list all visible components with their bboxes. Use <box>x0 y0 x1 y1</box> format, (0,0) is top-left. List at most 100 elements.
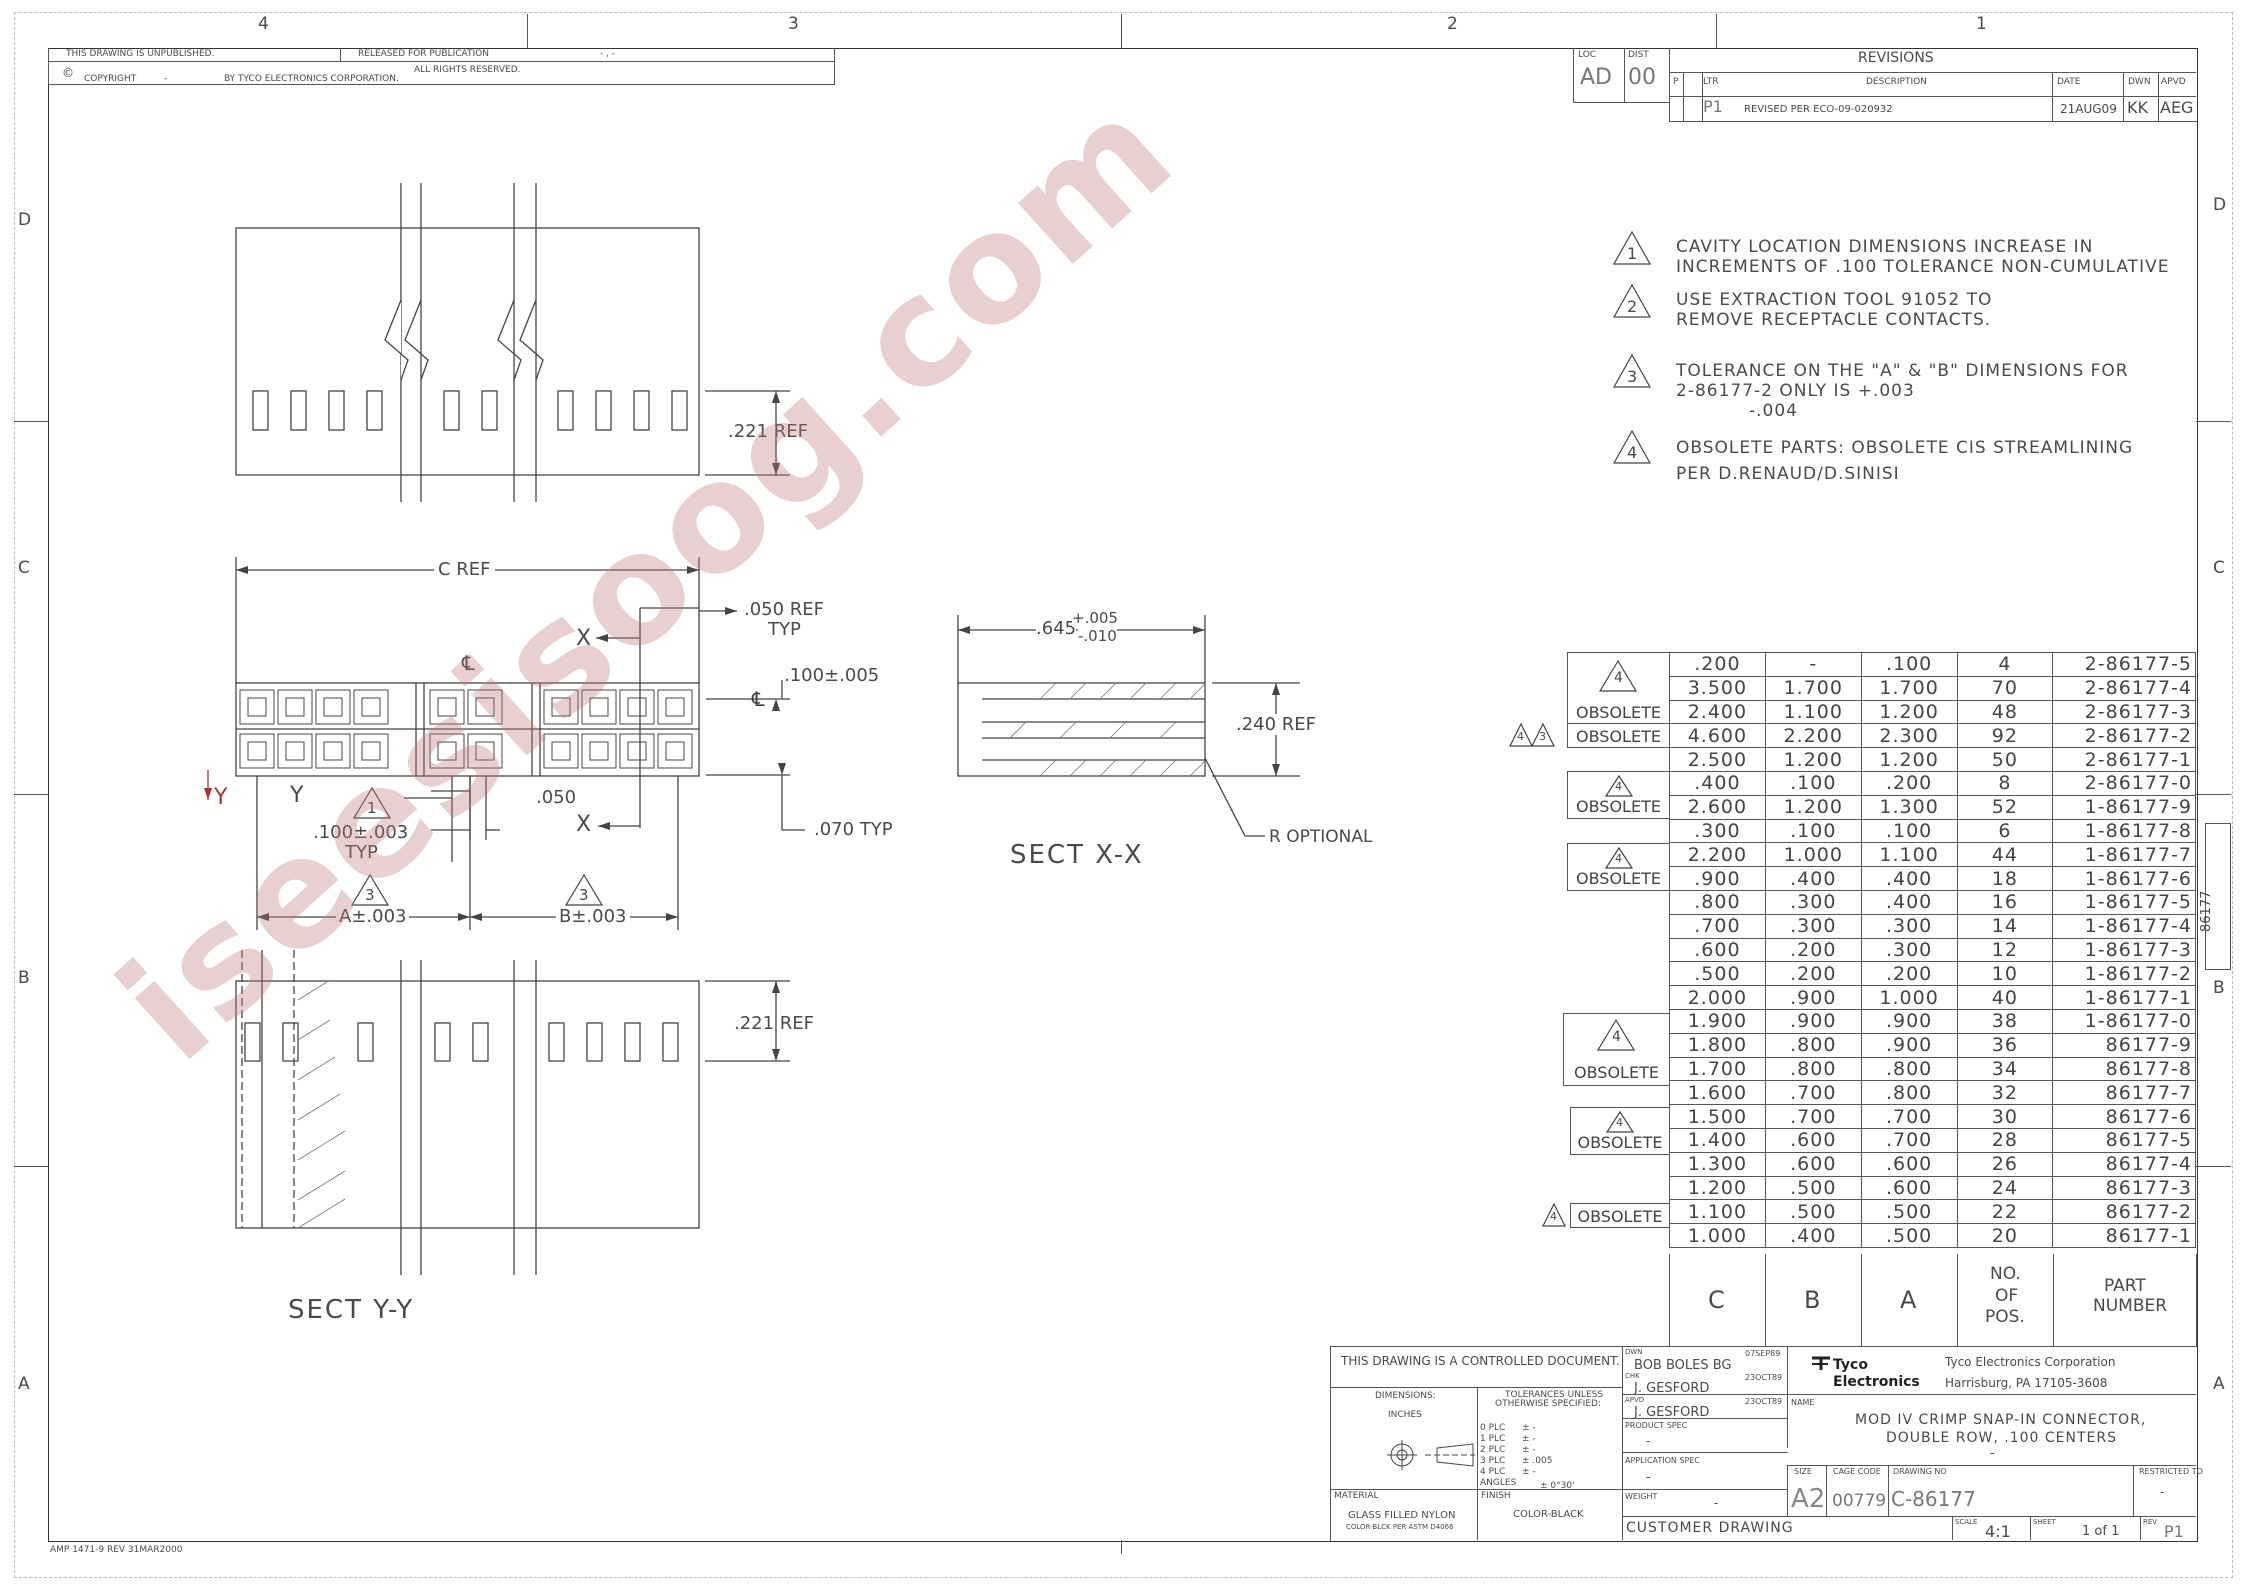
obsolete-note-num: 4 <box>1615 780 1622 793</box>
rev-dwn: KK <box>2127 98 2148 117</box>
cell-pos: 34 <box>1956 1056 2054 1082</box>
note-3-line3: -.004 <box>1749 401 1798 421</box>
cell-b: .600 <box>1764 1151 1862 1177</box>
zone-b-right: B <box>2213 978 2225 998</box>
cell-a: 1.100 <box>1860 842 1958 868</box>
dim-645-tol-plus: +.005 <box>1072 609 1118 627</box>
sheet-value: 1 of 1 <box>2082 1524 2120 1539</box>
material-value: GLASS FILLED NYLON <box>1348 1510 1456 1521</box>
dim-100-003-typ: TYP <box>345 842 378 863</box>
cell-pn: 1-86177-7 <box>2052 842 2196 868</box>
zone-4: 4 <box>258 14 269 34</box>
section-x-x-title: SECT X-X <box>1010 840 1144 870</box>
note-2-num: 2 <box>1627 297 1638 316</box>
by-text: BY TYCO ELECTRONICS CORPORATION. <box>224 74 399 84</box>
obsolete-label: OBSOLETE <box>1574 1063 1659 1082</box>
obsolete-group-3: 4 OBSOLETE <box>1567 771 1670 819</box>
drawing-no-value: C-86177 <box>1891 1487 1976 1511</box>
rev-col-dwn: DWN <box>2128 77 2151 87</box>
cell-b: .800 <box>1764 1056 1862 1082</box>
header-pos-1: NO. <box>1990 1264 2021 1284</box>
cell-pn: 2-86177-4 <box>2052 675 2196 701</box>
cell-pn: 86177-2 <box>2052 1199 2196 1225</box>
copyright-dash: - <box>164 74 168 84</box>
svg-text:℄: ℄ <box>461 651 475 675</box>
cell-pn: 86177-7 <box>2052 1080 2196 1106</box>
obsolete-group-2-num4: 4 <box>1517 730 1524 743</box>
dwn-name: BOB BOLES BG <box>1634 1358 1732 1373</box>
rev-col-ltr: LTR <box>1703 77 1719 87</box>
cell-pos: 12 <box>1956 937 2054 963</box>
cell-pos: 92 <box>1956 723 2054 749</box>
cell-b: .800 <box>1764 1032 1862 1058</box>
title-block <box>1330 1346 2197 1541</box>
weight-value: - <box>1714 1496 1719 1510</box>
dim-240-ref: .240 REF <box>1236 714 1317 735</box>
dim-070-typ: .070 TYP <box>814 819 893 840</box>
tolerance-value: ± - <box>1522 1467 1536 1477</box>
tolerance-value: ± - <box>1522 1445 1536 1455</box>
cell-pn: 1-86177-0 <box>2052 1008 2196 1034</box>
footer-form-number: AMP 1471-9 REV 31MAR2000 <box>50 1545 183 1555</box>
note-4-num: 4 <box>1627 443 1638 462</box>
cell-pos: 40 <box>1956 985 2054 1010</box>
obsolete-label: OBSOLETE <box>1576 797 1661 816</box>
rev-apvd: AEG <box>2160 98 2194 117</box>
zone-d-right: D <box>2213 195 2227 215</box>
cell-c: 2.000 <box>1669 985 1766 1010</box>
cell-b: 1.700 <box>1764 675 1862 701</box>
tolerances-label-2: OTHERWISE SPECIFIED: <box>1495 1399 1601 1409</box>
name-label: NAME <box>1791 1398 1815 1407</box>
rev-ltr: P1 <box>1703 97 1723 116</box>
weight-label: WEIGHT <box>1625 1492 1658 1501</box>
cell-a: .900 <box>1860 1032 1958 1058</box>
cell-a: .200 <box>1860 770 1958 796</box>
cell-c: 2.500 <box>1669 747 1766 772</box>
cell-pn: 2-86177-3 <box>2052 699 2196 725</box>
header-pos-3: POS. <box>1985 1307 2025 1327</box>
cage-code-label: CAGE CODE <box>1833 1467 1881 1476</box>
cell-b: 2.200 <box>1764 723 1862 749</box>
obsolete-group-2-num3: 3 <box>1539 730 1546 743</box>
tolerance-key: 1 PLC <box>1480 1434 1506 1444</box>
cell-c: 3.500 <box>1669 675 1766 701</box>
cell-pos: 44 <box>1956 842 2054 868</box>
note-3-num: 3 <box>1627 367 1638 386</box>
cell-c: 4.600 <box>1669 723 1766 749</box>
cell-pn: 86177-4 <box>2052 1151 2196 1177</box>
obsolete-group-4: 4 OBSOLETE <box>1567 843 1670 891</box>
loc-box <box>1573 48 1625 103</box>
note-1-callout-num: 1 <box>367 799 377 817</box>
cell-pos: 52 <box>1956 794 2054 820</box>
note-4-triangle-icon <box>1598 659 1638 692</box>
rev-col-desc: DESCRIPTION <box>1866 77 1927 87</box>
header-b: B <box>1804 1286 1821 1314</box>
electronics-logo-text: Electronics <box>1833 1374 1920 1390</box>
cell-c: .900 <box>1669 866 1766 891</box>
projection-symbol-icon <box>1387 1440 1475 1470</box>
dist-label: DIST <box>1628 50 1649 60</box>
apvd-name: J. GESFORD <box>1634 1405 1710 1420</box>
cell-c: .700 <box>1669 913 1766 939</box>
cell-pn: 2-86177-2 <box>2052 723 2196 749</box>
cell-b: .900 <box>1764 985 1862 1010</box>
cell-c: 2.200 <box>1669 842 1766 868</box>
cell-pn: 2-86177-5 <box>2052 652 2196 677</box>
title-line-2: DOUBLE ROW, .100 CENTERS <box>1886 1430 2117 1446</box>
cell-pos: 20 <box>1956 1223 2054 1248</box>
product-spec-label: PRODUCT SPEC <box>1625 1421 1688 1430</box>
cell-pos: 6 <box>1956 818 2054 844</box>
section-x-marker-top: X <box>576 626 592 651</box>
cell-b: 1.200 <box>1764 794 1862 820</box>
material-label: MATERIAL <box>1334 1491 1379 1501</box>
note-4-triangle-icon <box>1605 1110 1635 1133</box>
revisions-box <box>1669 48 2197 122</box>
